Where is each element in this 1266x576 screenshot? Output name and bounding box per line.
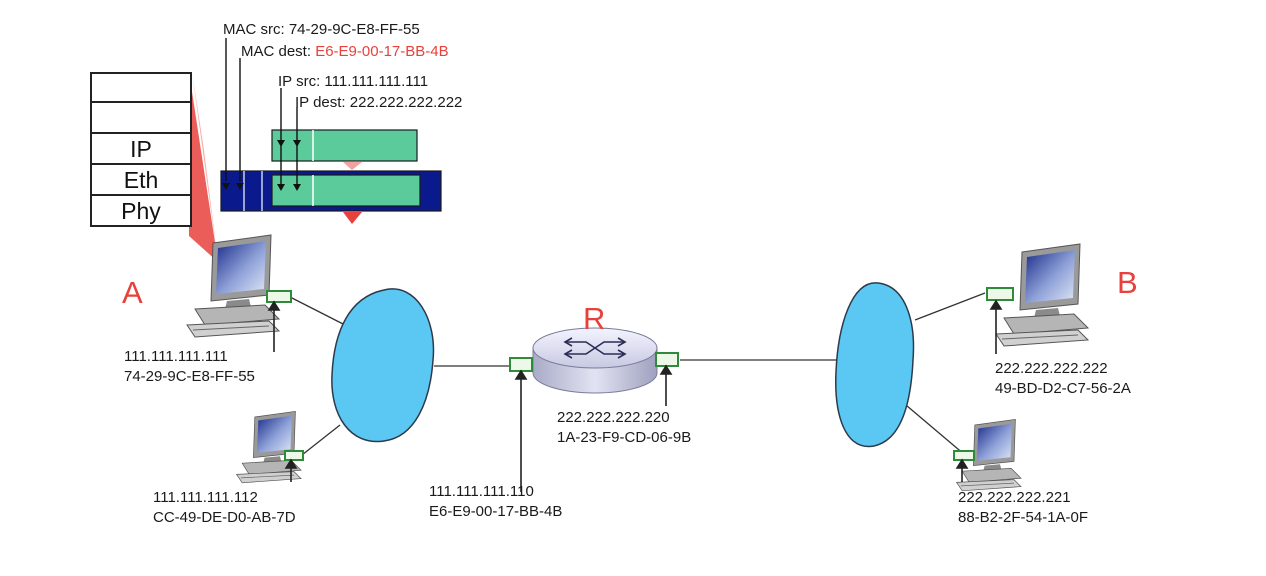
ip-src-line: IP src: 111.111.111.111 [278,72,428,91]
ip-src-value: 111.111.111.111 [324,73,429,90]
callout-shade [192,72,218,262]
link-net2-b [914,292,986,321]
host-a2-interface [284,450,304,461]
ip-dest-label: IP dest: [295,94,346,111]
mac-dest-value: E6-E9-00-17-BB-4B [315,43,449,60]
link-net2-b2 [899,399,966,456]
mac-dest-label: MAC dest: [241,43,312,60]
ip-datagram [271,129,418,162]
subnet-2-cloud [835,282,915,448]
host-b-label: B [1117,265,1138,300]
stack-layer-eth: Eth [90,165,192,196]
encapsulate-arrow [343,162,362,170]
stack-layer-ip: IP [90,134,192,165]
host-a-interface [266,290,292,303]
host-a2-mac: CC-49-DE-D0-AB-7D [153,509,296,526]
host-b-mac: 49-BD-D2-C7-56-2A [995,380,1131,397]
subnet-1-cloud [331,288,435,443]
header-field-arrowheads [222,140,301,191]
link-a2-net1 [301,424,341,456]
ip-src-label: IP src: [278,73,321,90]
host-a-label: A [122,275,143,310]
frame-down-arrow [343,212,362,224]
router-left-interface [509,357,533,372]
host-a2-ip: 111.111.111.112 [153,489,258,506]
host-a-mac: 74-29-9C-E8-FF-55 [124,368,255,385]
host-b2-interface [953,450,975,461]
mac-dest-line: MAC dest: E6-E9-00-17-BB-4B [241,42,449,61]
ip-dest-line: IP dest: 222.222.222.222 [295,93,462,112]
mac-src-line: MAC src: 74-29-9C-E8-FF-55 [223,20,420,39]
interface-pointers [267,299,1003,492]
host-b-ip: 222.222.222.222 [995,360,1108,377]
router-left-mac: E6-E9-00-17-BB-4B [429,503,563,520]
frame-payload-datagram [271,174,421,207]
router-right-ip: 222.222.222.220 [557,409,670,426]
ip-dest-value: 222.222.222.222 [349,94,463,111]
interfaces [266,287,1014,461]
host-b2-mac: 88-B2-2F-54-1A-0F [958,509,1089,526]
router-label: R [583,301,606,336]
callout-pointer [189,72,218,262]
host-b-interface [986,287,1014,301]
router-right-interface [655,352,679,367]
host-a-ip: 111.111.111.111 [124,348,228,365]
stack-layer-phy: Phy [90,196,192,227]
host-b2-ip: 222.222.222.221 [958,489,1071,506]
router-icon [532,327,658,394]
stack-layer-blank-2 [90,103,192,134]
link-a-net1 [289,296,346,326]
router-right-mac: 1A-23-F9-CD-06-9B [557,429,692,446]
host-a-computer-icon [186,234,280,338]
mac-src-value: 74-29-9C-E8-FF-55 [288,21,420,38]
links [289,292,986,456]
mac-src-label: MAC src: [223,21,285,38]
stack-layer-blank-1 [90,72,192,103]
router-left-ip: 111.111.111.110 [429,483,534,500]
